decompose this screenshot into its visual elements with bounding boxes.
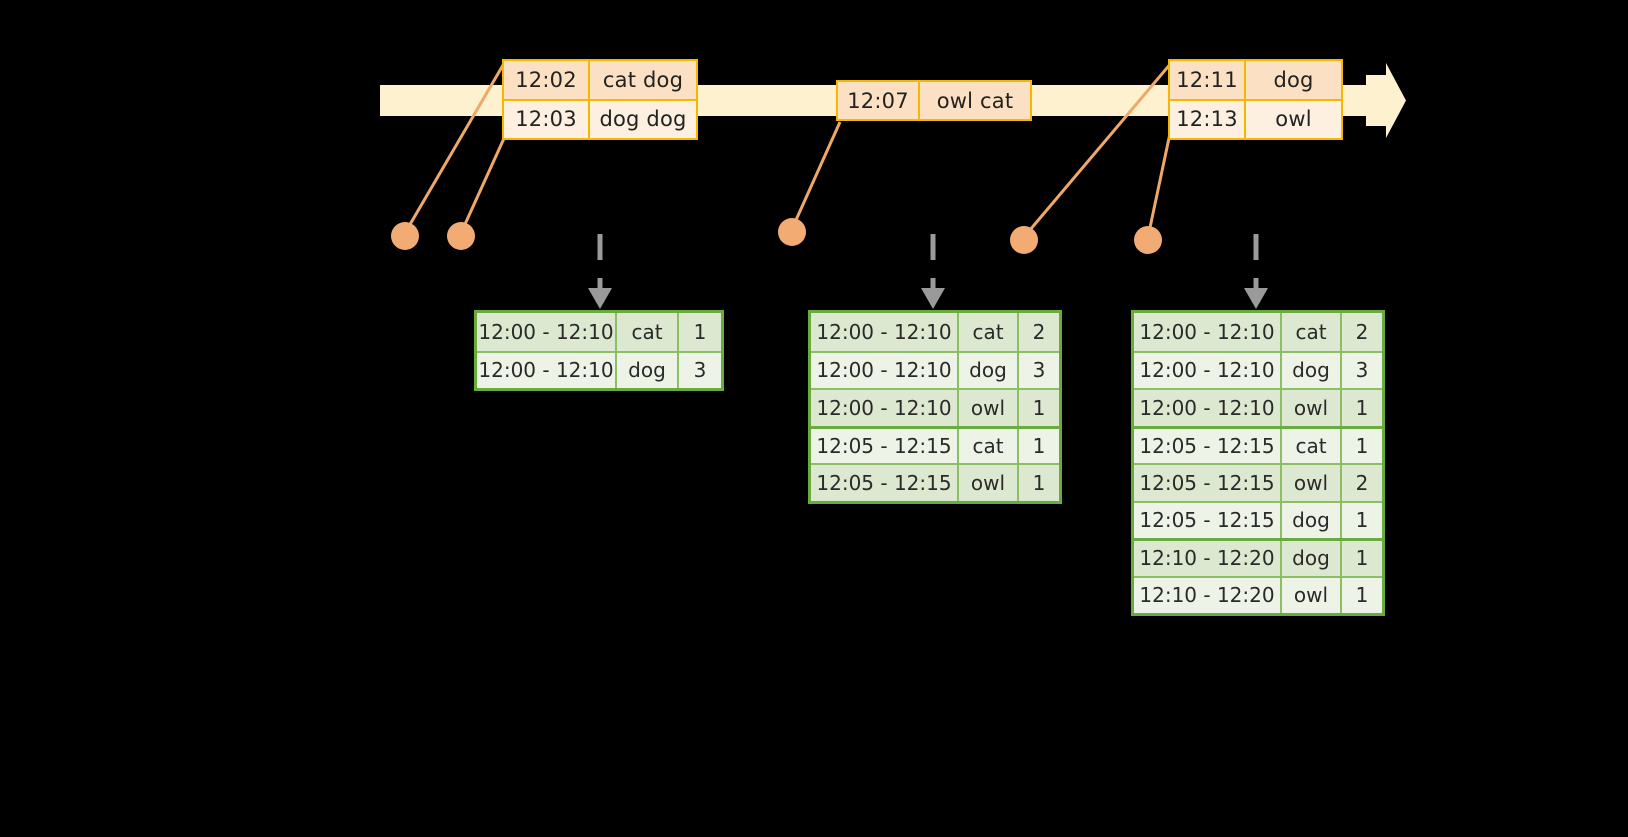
cell-count: 3 (1032, 358, 1046, 383)
cell-count: 3 (1355, 358, 1369, 383)
cell-window: 12:05 - 12:15 (811, 428, 959, 463)
cell-window: 12:00 - 12:10 (477, 352, 617, 388)
cell-count: 1 (1032, 395, 1046, 420)
cell-window: 12:00 - 12:10 (811, 313, 959, 351)
event-time: 12:11 (1170, 61, 1246, 99)
timeline-arrow-head (1366, 63, 1406, 138)
event-words: owl (1275, 107, 1312, 132)
event-dots (391, 218, 1162, 254)
cell-word: cat (959, 313, 1019, 351)
cell-count: 1 (1032, 433, 1046, 458)
cell-word: owl (959, 465, 1019, 501)
cell-word: cat (617, 313, 679, 351)
cell-word: owl (1282, 390, 1342, 426)
event-row: 12:11 dog (1170, 61, 1341, 99)
cell-word: owl (1282, 465, 1342, 501)
trigger-arrow-2 (921, 288, 945, 309)
cell-count: 2 (1355, 319, 1369, 344)
cell-word: dog (1282, 352, 1342, 388)
cell-window: 12:00 - 12:10 (811, 352, 959, 388)
dot-1203 (447, 222, 475, 250)
cell-window: 12:10 - 12:20 (1134, 541, 1282, 576)
event-group-3[interactable]: 12:11 dog 12:13 owl (1168, 59, 1343, 140)
event-group-1[interactable]: 12:02 cat dog 12:03 dog dog (502, 59, 698, 140)
event-row: 12:07 owl cat (838, 82, 1030, 119)
cell-window: 12:00 - 12:10 (1134, 313, 1282, 351)
dot-1202 (391, 222, 419, 250)
trigger-arrow-3 (1244, 288, 1268, 309)
dot-1213 (1134, 226, 1162, 254)
dot-1207 (778, 218, 806, 246)
trigger-arrowheads (588, 288, 1268, 309)
cell-count: 1 (1355, 508, 1369, 533)
cell-window: 12:00 - 12:10 (477, 313, 617, 351)
event-time: 12:07 (838, 82, 920, 119)
cell-word: dog (1282, 541, 1342, 576)
cell-window: 12:05 - 12:15 (1134, 465, 1282, 501)
cell-word: cat (1282, 313, 1342, 351)
cell-window: 12:10 - 12:20 (1134, 577, 1282, 613)
event-words: dog (1273, 67, 1314, 92)
trigger-arrow-1 (588, 288, 612, 309)
event-row: 12:03 dog dog (504, 98, 696, 138)
event-group-2[interactable]: 12:07 owl cat (836, 80, 1032, 121)
cell-word: owl (1282, 577, 1342, 613)
event-time: 12:13 (1170, 100, 1246, 138)
cell-window: 12:00 - 12:10 (1134, 352, 1282, 388)
cell-count: 3 (693, 358, 707, 383)
event-row: 12:02 cat dog (504, 61, 696, 99)
cell-count: 1 (1355, 546, 1369, 571)
cell-word: owl (959, 390, 1019, 426)
dot-1211 (1010, 226, 1038, 254)
cell-window: 12:00 - 12:10 (811, 390, 959, 426)
event-row: 12:13 owl (1170, 98, 1341, 138)
cell-count: 1 (1355, 433, 1369, 458)
cell-word: dog (959, 352, 1019, 388)
cell-word: dog (1282, 502, 1342, 538)
event-words: cat dog (602, 67, 684, 92)
event-words: dog dog (599, 107, 687, 132)
cell-window: 12:00 - 12:10 (1134, 390, 1282, 426)
cell-window: 12:05 - 12:15 (1134, 428, 1282, 463)
wire-1203 (459, 133, 508, 234)
cell-count: 1 (1355, 583, 1369, 608)
cell-count: 2 (1032, 319, 1046, 344)
cell-word: dog (617, 352, 679, 388)
wire-1207 (790, 121, 842, 230)
cell-count: 2 (1355, 470, 1369, 495)
cell-window: 12:05 - 12:15 (1134, 502, 1282, 538)
wire-1213 (1146, 123, 1174, 238)
event-time: 12:02 (504, 61, 590, 99)
cell-count: 1 (1032, 470, 1046, 495)
cell-count: 1 (1355, 395, 1369, 420)
cell-word: cat (1282, 428, 1342, 463)
cell-word: cat (959, 428, 1019, 463)
event-time: 12:03 (504, 100, 590, 138)
event-words: owl cat (936, 88, 1014, 113)
cell-count: 1 (693, 319, 707, 344)
cell-window: 12:05 - 12:15 (811, 465, 959, 501)
